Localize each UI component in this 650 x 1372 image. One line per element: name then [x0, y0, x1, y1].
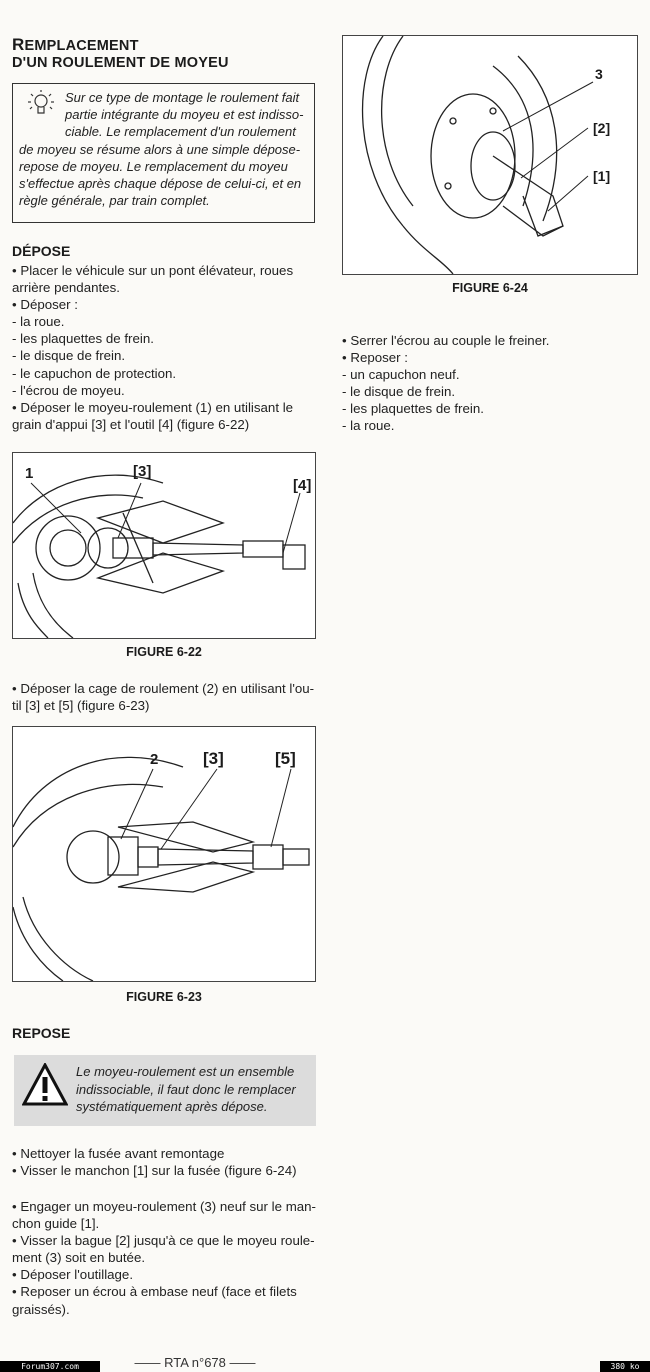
note-line: de moyeu se résume alors à une simple dé… — [19, 141, 301, 157]
figure-caption: FIGURE 6-23 — [126, 990, 202, 1004]
text-line: grain d'appui [3] et l'outil [4] (figure… — [12, 416, 250, 432]
warning-line: systématiquement après dépose. — [76, 1099, 268, 1114]
text-line: • Déposer l'outillage. — [12, 1267, 134, 1283]
text-line: arrière pendantes. — [12, 280, 120, 296]
figure-caption: FIGURE 6-22 — [126, 645, 202, 659]
note-line: repose de moyeu. Le remplacement du moye… — [19, 158, 288, 174]
figure-label: [5] — [275, 749, 296, 768]
text-line: • Visser la bague [2] jusqu'à ce que le … — [12, 1233, 315, 1249]
title-line2: D'UN ROULEMENT DE MOYEU — [12, 55, 229, 71]
text-line: • Reposer : — [342, 350, 408, 366]
info-note: Sur ce type de montage le roulement fait… — [12, 83, 315, 223]
text-line: ment (3) soit en butée. — [12, 1250, 146, 1266]
lightbulb-icon — [28, 90, 54, 114]
text-line: chon guide [1]. — [12, 1216, 100, 1232]
text-line: - l'écrou de moyeu. — [12, 382, 125, 398]
footer-source: Forum307.com — [0, 1361, 100, 1372]
note-line: Sur ce type de montage le roulement fait — [65, 90, 300, 105]
right-column-text: • Serrer l'écrou au couple le freiner. •… — [342, 332, 638, 435]
warning-line: indissociable, il faut donc le remplacer — [76, 1081, 296, 1097]
note-line: s'effectue après chaque dépose de celui-… — [19, 176, 302, 192]
text-line: - les plaquettes de frein. — [342, 401, 484, 417]
repose-heading: REPOSE — [12, 1025, 71, 1041]
text-line: til [3] et [5] (figure 6-23) — [12, 698, 150, 714]
figure-label: 2 — [150, 751, 159, 768]
text-line: • Placer le véhicule sur un pont élévate… — [12, 263, 294, 278]
title-initial: R — [12, 35, 25, 54]
text-line: • Serrer l'écrou au couple le freiner. — [342, 333, 550, 348]
warning-note: Le moyeu-roulement est un ensemble indis… — [14, 1055, 316, 1126]
figure-label: [3] — [133, 463, 152, 480]
warning-line: Le moyeu-roulement est un ensemble — [76, 1064, 295, 1079]
note-line: ciable. Le remplacement d'un roulement — [65, 124, 296, 140]
text-line: • Visser le manchon [1] sur la fusée (fi… — [12, 1163, 297, 1179]
footer-size: 380 ko — [600, 1361, 650, 1372]
note-line: règle générale, par train complet. — [19, 193, 210, 209]
text-line: graissés). — [12, 1301, 70, 1317]
footer-page-label: —— RTA n°678 —— — [134, 1355, 256, 1370]
text-line: - la roue. — [12, 314, 65, 330]
figure-label: [1] — [593, 168, 611, 184]
figure-6-23: 2 [3] [5] — [12, 726, 316, 982]
figure-6-22: 1 [3] [4] — [12, 452, 316, 639]
page-title: REMPLACEMENT D'UN ROULEMENT DE MOYEU — [12, 36, 229, 72]
text-line: - le disque de frein. — [12, 348, 126, 364]
depose-text: • Placer le véhicule sur un pont élévate… — [12, 262, 316, 433]
text-line: • Déposer le moyeu-roulement (1) en util… — [12, 399, 294, 415]
text-line: - le capuchon de protection. — [12, 365, 177, 381]
text-line: - la roue. — [342, 418, 395, 434]
figure-6-24: 3 [2] [1] — [342, 35, 638, 275]
title-line1: EMPLACEMENT — [24, 38, 139, 54]
text-line: - un capuchon neuf. — [342, 367, 460, 383]
figure-label: [2] — [593, 120, 611, 136]
figure-caption: FIGURE 6-24 — [452, 281, 528, 295]
hub-refit-illustration — [361, 36, 594, 274]
figure-label: 3 — [595, 66, 603, 82]
depose-heading: DÉPOSE — [12, 243, 71, 259]
note-line: partie intégrante du moyeu et est indiss… — [65, 107, 304, 123]
text-line: • Nettoyer la fusée avant remontage — [12, 1146, 225, 1161]
text-line: • Reposer un écrou à embase neuf (face e… — [12, 1284, 297, 1300]
repose-text-2: • Engager un moyeu-roulement (3) neuf su… — [12, 1198, 316, 1318]
text-line: • Engager un moyeu-roulement (3) neuf su… — [12, 1199, 316, 1214]
text-line: - les plaquettes de frein. — [12, 331, 154, 347]
warning-icon — [22, 1063, 68, 1106]
repose-text-1: • Nettoyer la fusée avant remontage • Vi… — [12, 1145, 316, 1179]
text-line: • Déposer : — [12, 297, 78, 313]
figure-label: [3] — [203, 749, 224, 768]
hub-puller-illustration — [13, 474, 306, 638]
text-line: • Déposer la cage de roulement (2) en ut… — [12, 681, 315, 696]
figure-label: [4] — [293, 477, 312, 494]
figure-label: 1 — [25, 465, 34, 482]
mid-text: • Déposer la cage de roulement (2) en ut… — [12, 680, 316, 714]
bearing-cage-puller-illustration — [13, 756, 310, 981]
text-line: - le disque de frein. — [342, 384, 456, 400]
